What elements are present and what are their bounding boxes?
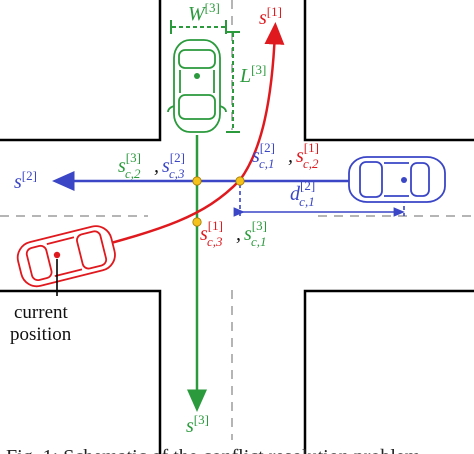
vehicle-1-center-dot: [53, 251, 61, 259]
label-comma-3: ,: [236, 223, 241, 245]
vehicle-3-car: [167, 39, 227, 133]
figure-caption: Fig. 1: Schematic of the conflict resolu…: [6, 446, 421, 454]
length-dimension: [226, 31, 240, 133]
label-sc3-vehicle1: s[1]c,3: [200, 218, 223, 249]
conflict-point-3: [192, 217, 202, 227]
label-s2-path: s[2]: [14, 168, 37, 193]
label-length: L[3]: [239, 62, 266, 87]
curb-top-left: [0, 0, 162, 142]
curb-bottom-left: [0, 289, 162, 454]
vehicle-1-car: [16, 225, 116, 288]
label-comma-2: ,: [288, 145, 293, 167]
label-sc3-vehicle2: s[2]c,3: [162, 150, 185, 181]
vehicle-2-car: [348, 156, 446, 203]
label-sc1-vehicle3: s[3]c,1: [244, 218, 267, 249]
label-comma-1: ,: [154, 155, 159, 177]
curb-top-right: [303, 0, 474, 142]
label-sc1-vehicle2: s[2]c,1: [252, 140, 275, 171]
lane-markings: [0, 0, 474, 440]
label-sc2-vehicle3: s[3]c,2: [118, 150, 141, 181]
label-s3-path: s[3]: [186, 412, 209, 437]
label-distance: d[2]c,1: [290, 178, 315, 209]
label-current-position-line1: current: [14, 302, 69, 323]
label-sc2-vehicle1: s[1]c,2: [296, 140, 319, 171]
conflict-point-1: [235, 176, 245, 186]
label-width: W[3]: [188, 0, 220, 25]
label-current-position-line2: position: [10, 324, 72, 345]
curb-bottom-right: [303, 289, 474, 454]
conflict-point-2: [192, 176, 202, 186]
label-s1-path: s[1]: [259, 4, 282, 29]
